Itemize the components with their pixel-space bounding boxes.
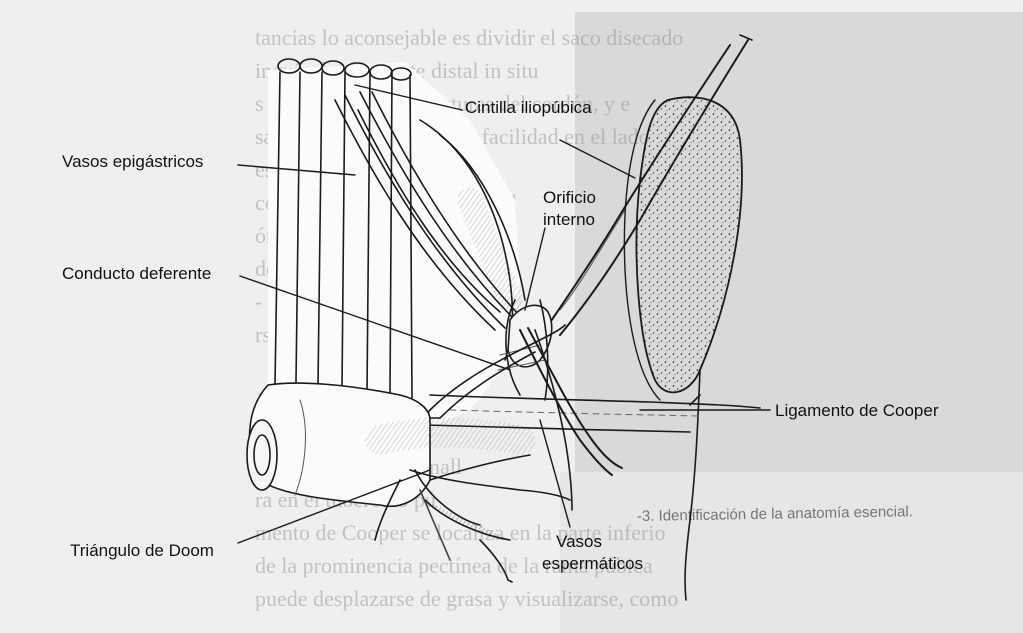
background-text-line: -	[255, 289, 262, 314]
label-vasos: Vasos	[556, 532, 602, 552]
background-text-line: tancias lo aconsejable es dividir el sac…	[255, 25, 683, 50]
label-triangulo-doom: Triángulo de Doom	[70, 541, 214, 561]
label-espermaticos: espermáticos	[542, 554, 643, 574]
label-interno: interno	[543, 210, 595, 230]
label-conducto-deferente: Conducto deferente	[62, 264, 211, 284]
label-ligamento-cooper: Ligamento de Cooper	[775, 401, 939, 421]
label-orificio: Orificio	[543, 188, 596, 208]
label-vasos-epigastricos: Vasos epigástricos	[62, 152, 203, 172]
label-cintilla-iliopubica: Cintilla iliopúbica	[465, 98, 592, 118]
background-text-line: puede desplazarse de grasa y visualizars…	[255, 586, 678, 611]
